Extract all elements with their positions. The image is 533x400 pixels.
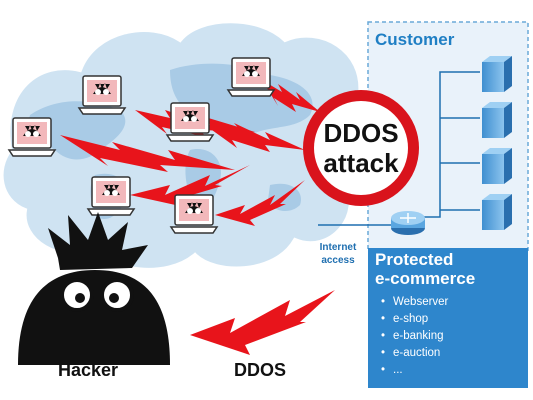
protected-title-line-2: e-commerce <box>375 269 476 288</box>
protected-ecommerce-title: Protected e-commerce <box>375 250 525 288</box>
hacker-icon <box>18 212 170 365</box>
router-icon <box>391 211 425 235</box>
lightning-bolt-icon <box>262 80 320 112</box>
infected-laptop-icon <box>78 75 126 115</box>
service-item: ... <box>381 362 448 379</box>
service-item: Webserver <box>381 294 448 311</box>
internet-access-label: Internet access <box>316 241 360 267</box>
server-icon <box>482 102 512 138</box>
ddos-attack-sign-text: DDOS attack <box>305 118 417 178</box>
sign-line-1: DDOS <box>323 118 399 148</box>
server-icon <box>482 56 512 92</box>
service-item: e-banking <box>381 328 448 345</box>
lightning-bolt-icon <box>190 290 335 355</box>
infected-laptop-icon <box>8 117 56 157</box>
internet-label-line-2: access <box>321 255 355 266</box>
infected-laptop-icon <box>87 176 135 216</box>
ddos-label: DDOS <box>234 360 287 380</box>
protected-title-line-1: Protected <box>375 250 454 269</box>
services-list: Webserver e-shop e-banking e-auction ... <box>381 294 448 379</box>
lightning-bolt-icon <box>130 165 250 206</box>
lightning-bolt-icon <box>215 180 305 226</box>
service-item: e-auction <box>381 345 448 362</box>
server-icon <box>482 148 512 184</box>
server-icon <box>482 194 512 230</box>
network-lines <box>318 71 480 226</box>
customer-title: Customer <box>375 30 455 49</box>
infected-laptop-icon <box>166 102 214 142</box>
infected-laptop-icon <box>227 57 275 97</box>
sign-line-2: attack <box>323 148 399 178</box>
infected-laptop-icon <box>170 194 218 234</box>
lightning-bolt-icon <box>60 135 235 172</box>
lightning-bolt-icon <box>205 123 305 152</box>
ddos-attack-sign <box>303 90 419 206</box>
hacker-label: Hacker <box>58 360 119 380</box>
internet-label-line-1: Internet <box>319 242 357 253</box>
service-item: e-shop <box>381 311 448 328</box>
